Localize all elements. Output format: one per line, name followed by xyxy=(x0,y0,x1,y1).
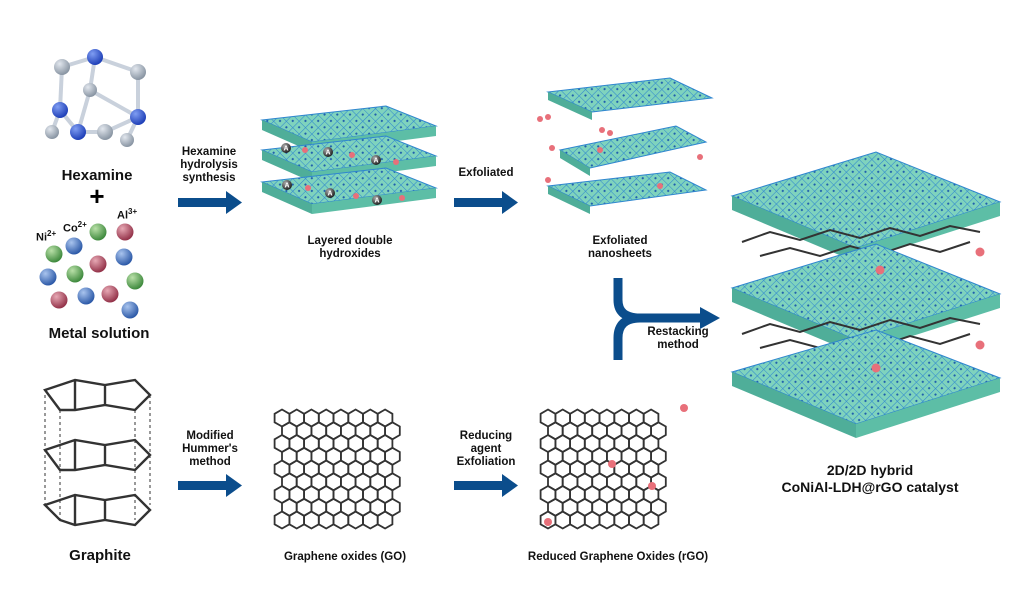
oxygen-atom xyxy=(680,404,688,412)
hybrid-title-line2: CoNiAl-LDH@rGO catalyst xyxy=(781,479,959,495)
hexagon-ring xyxy=(642,510,660,530)
svg-text:A: A xyxy=(327,191,332,198)
graphite-label: Graphite xyxy=(69,547,131,564)
hexamine-label: Hexamine xyxy=(61,167,133,184)
step-restacking: Restacking method xyxy=(647,326,709,352)
plus-sign: + xyxy=(89,181,104,211)
step-modified-hummers: Modified Hummer's method xyxy=(182,430,238,469)
hexagon-ring xyxy=(583,510,601,530)
svg-text:A: A xyxy=(374,198,379,205)
ldh-structure-icon: A A A A A A xyxy=(260,105,438,214)
step-reducing-agent: Reducing agent Exfoliation xyxy=(456,430,516,469)
arrow-hummers xyxy=(178,474,242,497)
graphene-oxide-icon xyxy=(273,408,401,530)
metal-ions-icon xyxy=(39,223,144,319)
rgo-label: Reduced Graphene Oxides (rGO) xyxy=(527,551,709,563)
metal-solution-label: Metal solution xyxy=(48,325,150,342)
graphite-icon xyxy=(42,378,152,527)
step-exfoliated: Exfoliated xyxy=(458,167,514,179)
co-ion-label: Co2+ xyxy=(63,220,87,235)
arrow-restacking xyxy=(613,278,720,360)
oxygen-atom xyxy=(648,482,656,490)
hexagon-ring xyxy=(569,510,586,530)
exfoliated-nanosheets-label: Exfoliated nanosheets xyxy=(588,235,652,261)
hexagon-ring xyxy=(628,510,645,530)
svg-text:A: A xyxy=(373,158,378,165)
reduced-graphene-oxide-icon xyxy=(539,404,688,530)
hexagon-ring xyxy=(273,510,291,530)
hexagon-ring xyxy=(598,510,616,530)
hexagon-ring xyxy=(347,510,364,530)
hexagon-ring xyxy=(332,510,350,530)
oxygen-atom xyxy=(544,518,552,526)
ni-ion-label: Ni2+ xyxy=(36,229,57,244)
hybrid-catalyst-icon xyxy=(730,151,1002,438)
arrow-hydrolysis xyxy=(178,191,242,214)
hexagon-ring xyxy=(554,510,571,530)
hexagon-ring xyxy=(376,510,394,530)
svg-text:A: A xyxy=(284,183,289,190)
hexagon-ring xyxy=(288,510,306,530)
svg-text:A: A xyxy=(325,150,330,157)
hexagon-ring xyxy=(303,510,320,530)
arrow-exfoliated xyxy=(454,191,518,214)
oxygen-atom xyxy=(608,460,616,468)
go-label: Graphene oxides (GO) xyxy=(283,551,407,563)
exfoliated-nanosheets-icon xyxy=(537,77,714,214)
hexagon-ring xyxy=(362,510,379,530)
svg-text:A: A xyxy=(283,146,288,153)
hexagon-ring xyxy=(613,510,630,530)
al-ion-label: Al3+ xyxy=(117,207,138,222)
hexagon-ring xyxy=(317,510,335,530)
step-hexamine-hydrolysis: Hexamine hydrolysis synthesis xyxy=(180,146,238,185)
hybrid-title-line1: 2D/2D hybrid xyxy=(826,462,914,478)
arrow-reducing xyxy=(454,474,518,497)
hexamine-molecule-icon xyxy=(45,49,146,147)
ldh-label: Layered double hydroxides xyxy=(307,235,393,261)
